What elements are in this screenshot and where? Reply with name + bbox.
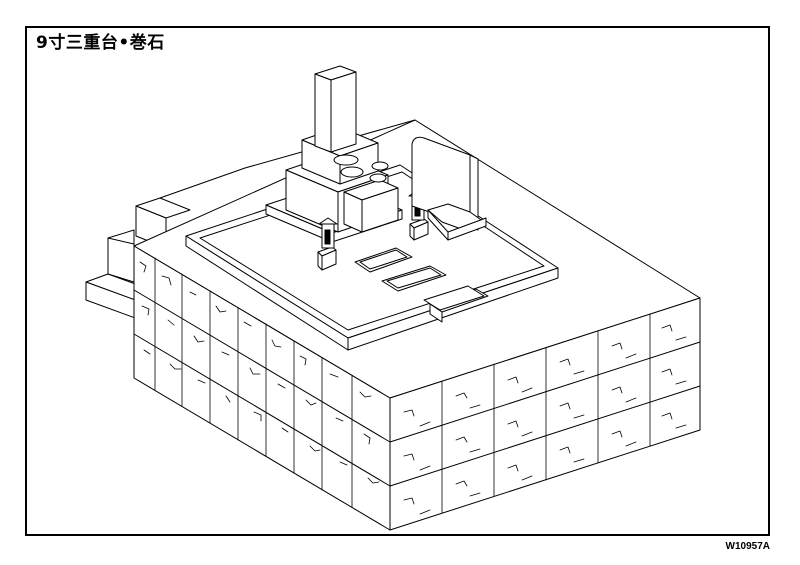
grave-pedestal (266, 66, 402, 242)
memorial-stele (412, 137, 486, 240)
drawing-title: 9寸三重台•巻石 (36, 33, 165, 53)
stepping-slabs (355, 248, 484, 310)
drawing-code: W10957A (725, 541, 770, 552)
left-lantern (318, 218, 337, 270)
right-wall-face (390, 298, 700, 530)
